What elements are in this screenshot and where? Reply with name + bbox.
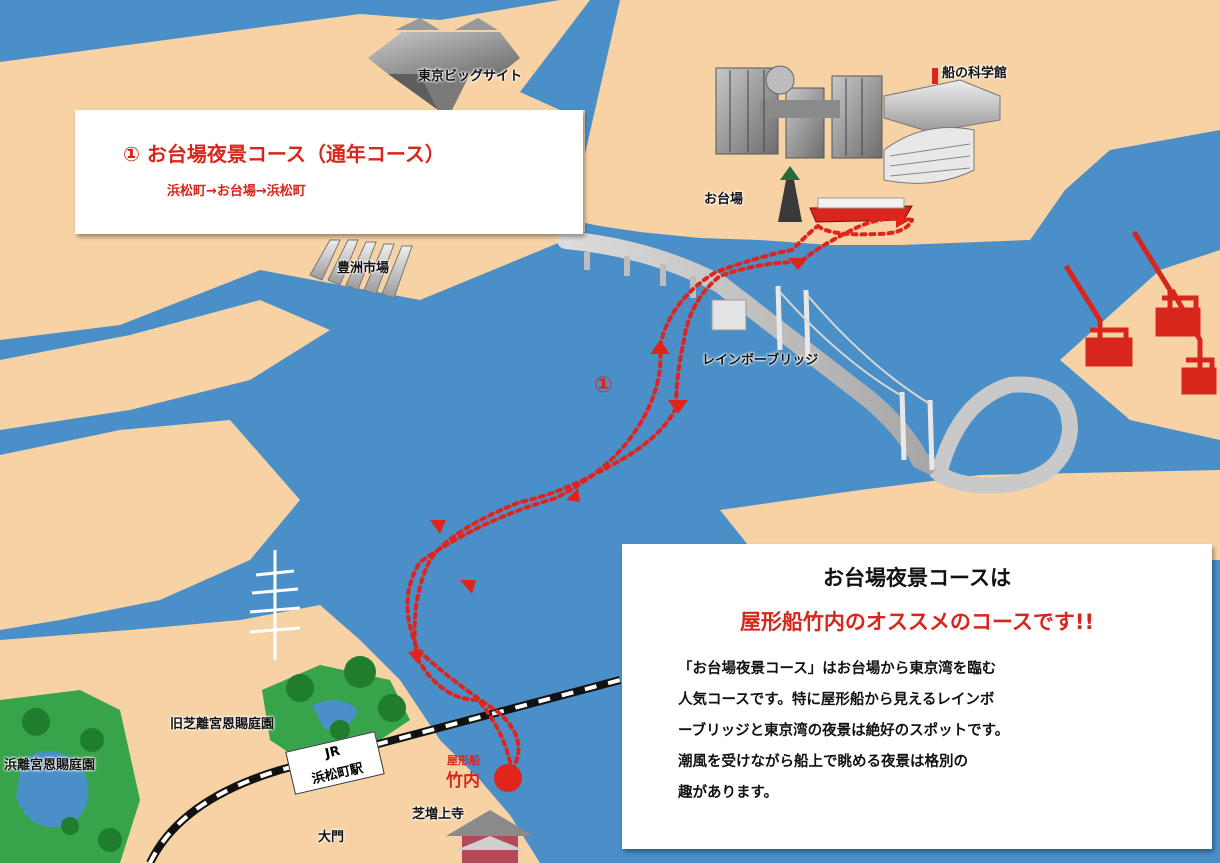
info-body-line: ーブリッジと東京湾の夜景は絶好のスポットです。 xyxy=(678,723,1010,739)
label-shiba-rikyu: 旧芝離宮恩賜庭園 xyxy=(170,717,275,732)
rainbow-bridge xyxy=(557,231,1079,494)
info-body-line: 人気コースです。特に屋形船から見えるレインボ xyxy=(678,692,995,708)
ship-museum-building xyxy=(883,68,1001,184)
hama-rikyu-pond xyxy=(16,751,89,828)
info-body-line: 潮風を受けながら船上で眺める夜景は格別の xyxy=(678,754,968,770)
route-number-marker: ① xyxy=(594,373,613,398)
label-rainbow-bridge: レインボーブリッジ xyxy=(702,353,819,368)
label-toyosu: 豊洲市場 xyxy=(337,261,390,276)
parks xyxy=(0,656,410,863)
info-body: 「お台場夜景コース」はお台場から東京湾を臨む 人気コースです。特に屋形船から見え… xyxy=(678,654,1188,809)
land-shibaura xyxy=(720,470,1220,560)
cruise-route xyxy=(405,216,914,772)
label-odaiba: お台場 xyxy=(704,192,744,207)
land-left-lower xyxy=(0,420,300,630)
info-body-line: 趣があります。 xyxy=(678,785,779,801)
tower-icon xyxy=(249,550,301,660)
toyosu-market xyxy=(309,239,413,299)
info-body-line: 「お台場夜景コース」はお台場から東京湾を臨む xyxy=(678,661,997,677)
land-left-shore xyxy=(0,300,330,430)
route-arrows xyxy=(408,212,910,664)
odaiba-buildings xyxy=(715,65,883,159)
info-subheading: 屋形船竹内のオススメのコースです!! xyxy=(739,610,1095,634)
course-panel: ① お台場夜景コース（通年コース） 浜松町→お台場→浜松町 xyxy=(75,110,583,234)
boat-marker-dot xyxy=(494,764,522,792)
shiba-rikyu-pond xyxy=(312,700,358,730)
course-title: ① お台場夜景コース（通年コース） xyxy=(123,142,445,166)
info-heading: お台場夜景コースは xyxy=(823,566,1011,590)
course-route: 浜松町→お台場→浜松町 xyxy=(167,184,306,199)
odaiba-lighthouse-icon xyxy=(778,166,802,222)
label-ship-museum: 船の科学館 xyxy=(942,66,1008,81)
boat-marker-big: 竹内 xyxy=(446,771,480,791)
trees-icon xyxy=(22,656,406,852)
land-odaiba xyxy=(570,0,1220,245)
boat-marker-small: 屋形船 xyxy=(447,754,480,767)
label-zojoji: 芝増上寺 xyxy=(412,807,465,822)
temple-icon xyxy=(446,810,534,863)
label-hama-rikyu: 浜離宮恩賜庭園 xyxy=(4,758,96,773)
railway xyxy=(146,676,622,863)
info-panel: お台場夜景コースは 屋形船竹内のオススメのコースです!! 「お台場夜景コース」は… xyxy=(622,544,1212,849)
big-sight-building xyxy=(368,18,520,110)
label-daimon: 大門 xyxy=(318,830,345,845)
label-big-sight: 東京ビッグサイト xyxy=(418,69,523,84)
cranes-icon xyxy=(1063,230,1217,395)
